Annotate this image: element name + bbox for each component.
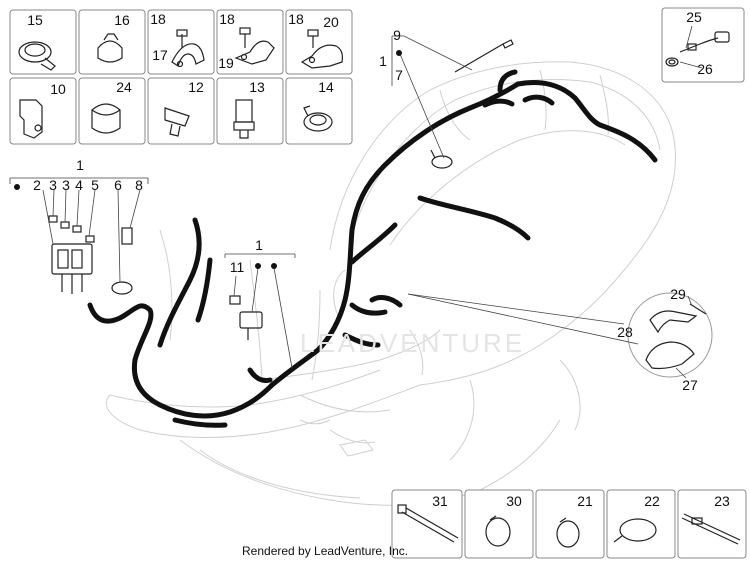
thumb-box-12 [147,77,215,145]
callout-3: 3 [62,177,70,193]
thumb-box-15 [9,9,77,75]
callout-13: 13 [249,79,265,95]
thumbnail-parts [18,27,741,548]
thumb-box-21 [535,489,605,559]
bracket-part-20 [300,29,343,69]
loop-tie-part-22 [613,518,657,543]
loop-tie-part-21 [556,517,580,548]
callout-25: 25 [686,9,702,25]
clip-part-12 [164,107,190,137]
callout-14: 14 [318,79,334,95]
bracket-part-19 [234,27,275,65]
loop-tie-part-30 [485,515,511,547]
bullet-dots [14,50,402,269]
clip-part-14 [303,105,333,132]
callout-3: 3 [49,177,57,193]
callout-18: 18 [288,11,304,27]
bracket-part-28 [649,310,698,334]
callout-26: 26 [697,61,713,77]
fuse-part-3a [48,215,58,223]
callout-4: 4 [75,177,83,193]
connector-part-27 [645,341,695,370]
callout-22: 22 [644,493,660,509]
harness-components [48,39,713,378]
watermark: LEADVENTURE [300,328,525,358]
cable-part-9 [454,39,514,73]
callout-24: 24 [116,79,132,95]
thumb-box-30 [464,489,534,559]
thumb-box-19 [216,9,284,75]
callout-16: 16 [114,12,130,28]
bracket-part-10 [19,99,43,139]
connector-part-8 [121,227,133,245]
callout-15: 15 [27,12,43,28]
callout-20: 20 [323,14,339,30]
clamp-part-7 [430,149,453,169]
thumb-box-24 [78,77,146,145]
relay-part-1 [239,311,263,340]
callout-19: 19 [218,55,234,71]
callout-18: 18 [150,11,166,27]
inset-circle [627,292,713,378]
fuse-part-5 [85,235,95,243]
callout-27: 27 [682,377,698,393]
callout-21: 21 [577,493,593,509]
callout-30: 30 [506,493,522,509]
callout-8: 8 [135,177,143,193]
callout-1: 1 [76,157,84,173]
callout-2: 2 [33,177,41,193]
thumbnail-grid [9,7,747,559]
clamp-part-6 [111,281,133,295]
fuse-box-part-2 [51,243,93,294]
callout-6: 6 [114,177,122,193]
callout-29: 29 [670,286,686,302]
clamp-part-15 [18,41,56,71]
thumb-box-14 [285,77,353,145]
fuse-part-11 [229,295,241,305]
callout-31: 31 [432,493,448,509]
thumb-box-16 [78,9,146,75]
thumb-box-10 [9,77,77,145]
callout-10: 10 [50,81,66,97]
thumb-box-20 [285,9,353,75]
bracket-part-17 [171,29,205,68]
fuse-part-3b [60,221,70,229]
callout-17: 17 [152,47,168,63]
callout-23: 23 [714,493,730,509]
callout-12: 12 [188,79,204,95]
band-part-24 [91,103,121,134]
fuse-part-4 [72,225,82,233]
callout-11: 11 [230,259,245,275]
callout-9: 9 [393,27,401,43]
callout-labels: 15 16 18 17 18 19 18 20 10 24 12 13 14 2… [27,9,730,509]
credit-text: Rendered by LeadVenture, Inc. [242,544,409,558]
thumb-box-22 [606,489,676,559]
thumb-box-23 [677,489,747,559]
callout-7: 7 [395,67,403,83]
clip-part-16 [97,33,123,63]
thumb-box-25-26 [661,7,745,83]
thumb-box-31 [391,489,463,559]
cable-tie-part-23 [681,513,741,545]
cable-tie-part-31 [397,504,459,543]
thumb-box-17 [147,9,215,75]
callout-18: 18 [219,11,235,27]
callout-1: 1 [379,53,387,69]
leader-lines [9,25,703,379]
screw-part-29 [689,303,707,315]
cable-part-25 [665,31,730,67]
callout-1: 1 [255,237,263,253]
callout-5: 5 [91,177,99,193]
main-wiring-harness [87,69,658,428]
connector-part-13 [233,99,255,139]
callout-28: 28 [617,324,633,340]
